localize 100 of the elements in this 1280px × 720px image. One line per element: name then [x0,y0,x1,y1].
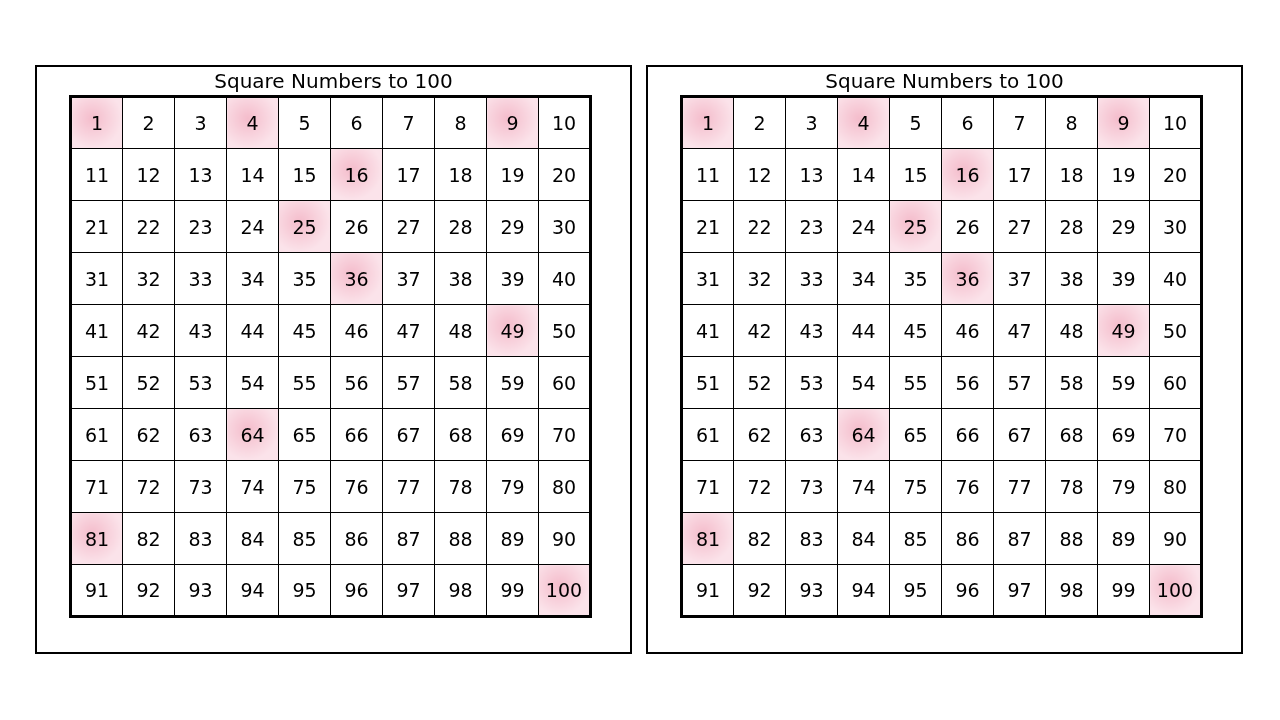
grid-cell: 66 [941,408,994,461]
title: Square Numbers to 100 [825,69,1064,93]
grid-cell: 7 [993,96,1046,149]
grid-cell: 5 [889,96,942,149]
grid-cell: 43 [174,304,227,357]
grid-cell: 17 [382,148,435,201]
grid-cell: 19 [1097,148,1150,201]
grid-cell: 35 [278,252,331,305]
grid-cell: 69 [1097,408,1150,461]
grid-cell: 88 [434,512,487,565]
grid-cell: 89 [486,512,539,565]
grid-cell: 8 [1045,96,1098,149]
highlighted-cell: 100 [1149,564,1202,617]
grid-cell: 48 [434,304,487,357]
grid-cell: 56 [330,356,383,409]
grid-cell: 53 [785,356,838,409]
highlighted-cell: 9 [486,96,539,149]
grid-cell: 15 [278,148,331,201]
grid-cell: 15 [889,148,942,201]
grid-cell: 51 [70,356,123,409]
grid-cell: 42 [122,304,175,357]
worksheet-panel [35,65,632,654]
grid-cell: 85 [278,512,331,565]
grid-cell: 47 [382,304,435,357]
grid-cell: 79 [486,460,539,513]
grid-cell: 26 [941,200,994,253]
grid-cell: 54 [837,356,890,409]
grid-cell: 83 [785,512,838,565]
grid-cell: 73 [785,460,838,513]
grid-cell: 26 [330,200,383,253]
grid-cell: 72 [733,460,786,513]
grid-cell: 12 [733,148,786,201]
grid-cell: 33 [174,252,227,305]
grid-cell: 38 [434,252,487,305]
grid-cell: 84 [837,512,890,565]
highlighted-cell: 16 [330,148,383,201]
grid-cell: 61 [681,408,734,461]
grid-cell: 14 [226,148,279,201]
grid-cell: 35 [889,252,942,305]
grid-cell: 21 [70,200,123,253]
grid-cell: 45 [889,304,942,357]
grid-cell: 65 [889,408,942,461]
grid-cell: 23 [785,200,838,253]
grid-cell: 72 [122,460,175,513]
grid-cell: 18 [1045,148,1098,201]
grid-cell: 78 [434,460,487,513]
grid-cell: 47 [993,304,1046,357]
grid-cell: 39 [1097,252,1150,305]
grid-cell: 55 [278,356,331,409]
grid-cell: 29 [486,200,539,253]
grid-cell: 58 [434,356,487,409]
highlighted-cell: 64 [837,408,890,461]
grid-cell: 27 [993,200,1046,253]
grid-cell: 43 [785,304,838,357]
grid-cell: 46 [941,304,994,357]
grid-cell: 27 [382,200,435,253]
highlighted-cell: 25 [278,200,331,253]
grid-cell: 13 [785,148,838,201]
grid-cell: 79 [1097,460,1150,513]
grid-cell: 52 [733,356,786,409]
grid-cell: 77 [382,460,435,513]
grid-cell: 32 [733,252,786,305]
highlighted-cell: 1 [70,96,123,149]
grid-cell: 68 [434,408,487,461]
grid-cell: 78 [1045,460,1098,513]
grid-cell: 74 [837,460,890,513]
grid-cell: 46 [330,304,383,357]
grid-cell: 58 [1045,356,1098,409]
highlighted-cell: 4 [837,96,890,149]
highlighted-cell: 81 [70,512,123,565]
grid-cell: 76 [330,460,383,513]
grid-cell: 76 [941,460,994,513]
grid-cell: 11 [681,148,734,201]
grid-cell: 77 [993,460,1046,513]
grid-cell: 71 [681,460,734,513]
grid-cell: 2 [733,96,786,149]
grid-cell: 75 [278,460,331,513]
grid-cell: 53 [174,356,227,409]
grid-cell: 48 [1045,304,1098,357]
highlighted-cell: 1 [681,96,734,149]
grid-cell: 22 [733,200,786,253]
grid-cell: 87 [993,512,1046,565]
grid-cell: 12 [122,148,175,201]
grid-cell: 38 [1045,252,1098,305]
grid-cell: 73 [174,460,227,513]
grid-cell: 6 [330,96,383,149]
highlighted-cell: 64 [226,408,279,461]
highlighted-cell: 9 [1097,96,1150,149]
grid-cell: 52 [122,356,175,409]
grid-cell: 8 [434,96,487,149]
grid-cell: 37 [382,252,435,305]
grid-cell: 62 [733,408,786,461]
grid-cell: 19 [486,148,539,201]
grid-cell: 24 [837,200,890,253]
grid-cell: 33 [785,252,838,305]
grid-cell: 24 [226,200,279,253]
grid-cell: 56 [941,356,994,409]
highlighted-cell: 36 [941,252,994,305]
highlighted-cell: 49 [486,304,539,357]
grid-cell: 57 [382,356,435,409]
